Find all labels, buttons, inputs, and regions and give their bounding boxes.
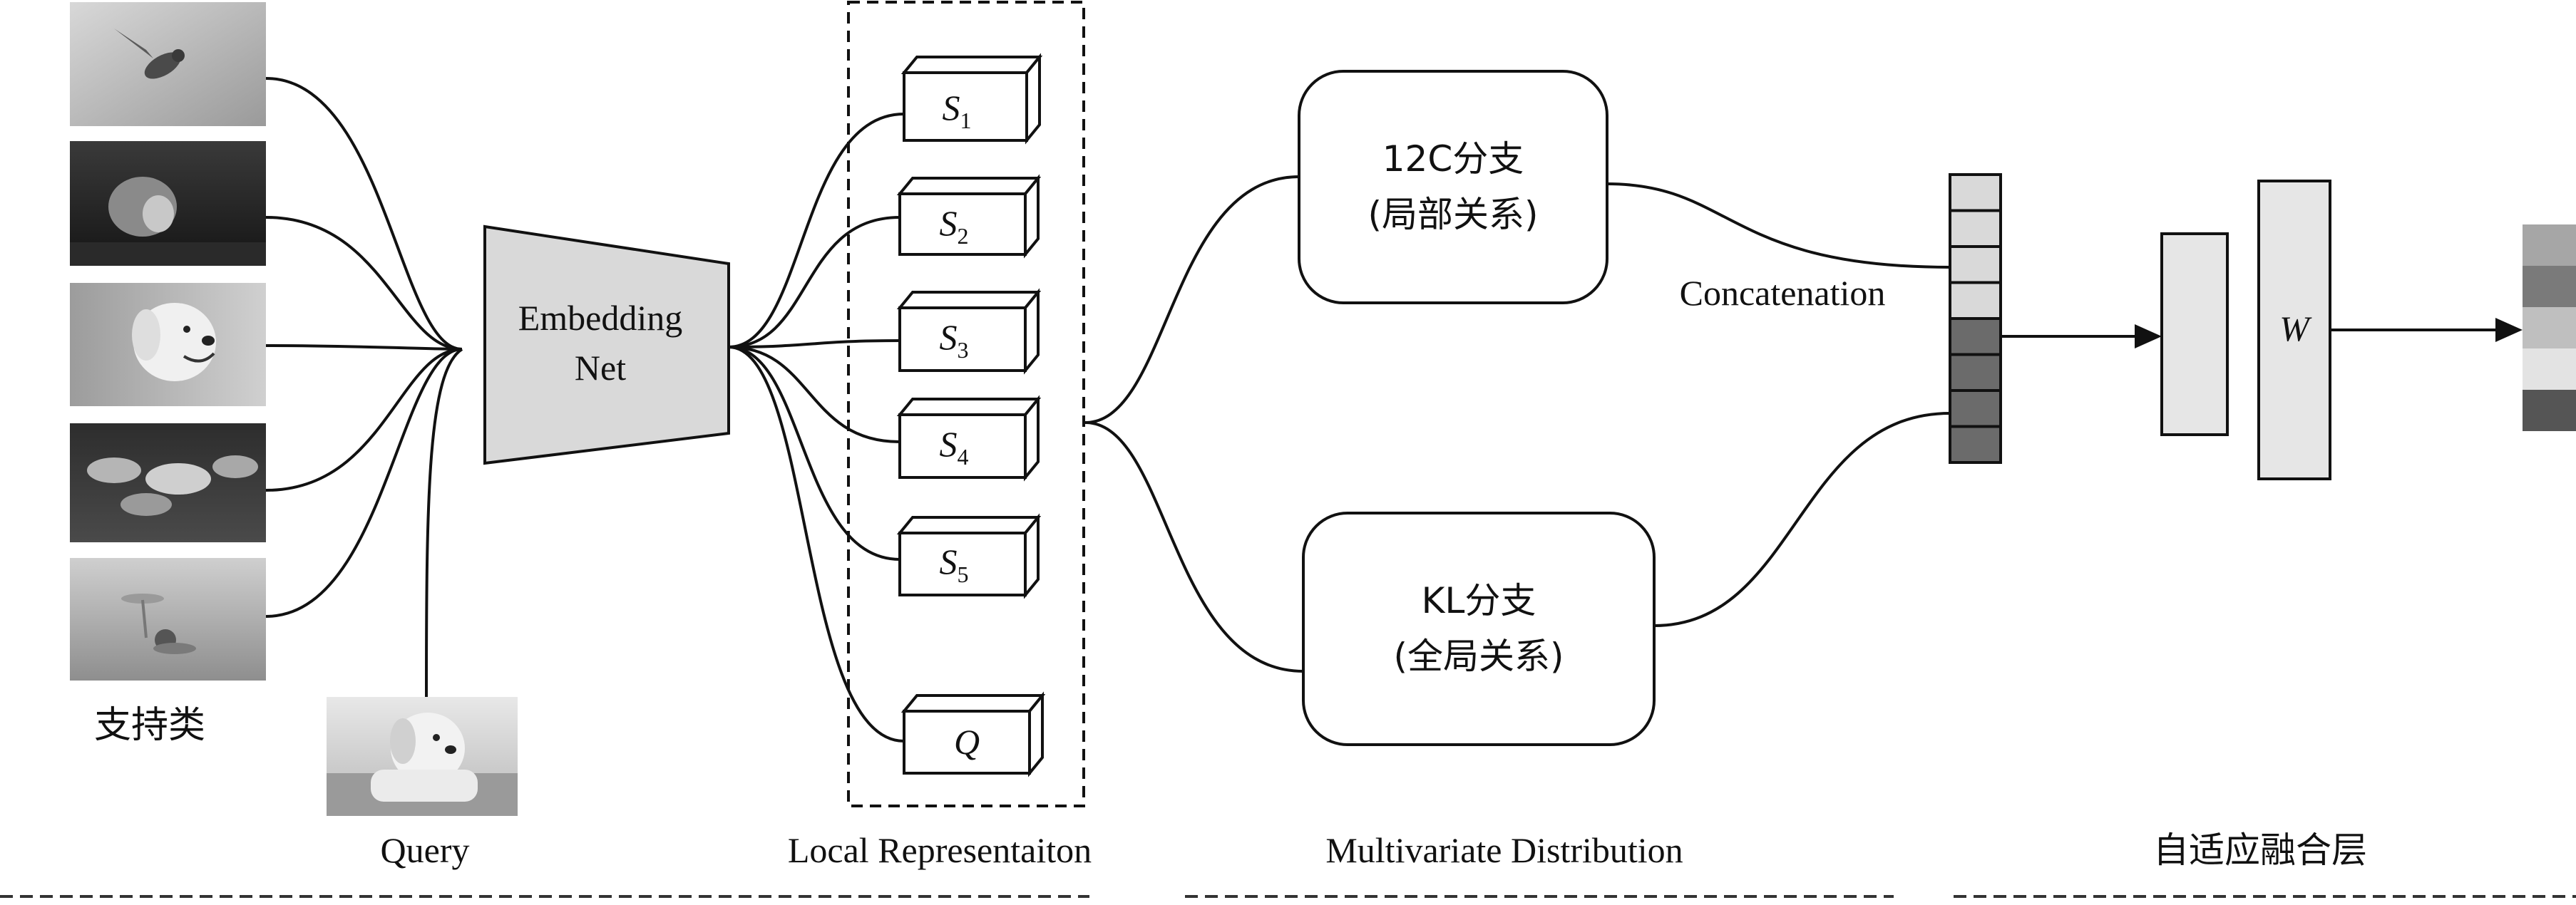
concat-vector-cell <box>1949 389 2002 428</box>
arrow-to-fc-layer <box>2001 324 2162 348</box>
embedding-net-line2: Net <box>575 348 626 388</box>
local-rep-s4: S4 <box>896 395 1042 482</box>
connector-l2c-to-vector <box>1606 182 1951 269</box>
concat-vector-cell <box>1949 425 2002 464</box>
embedding-net: Embedding Net <box>483 224 730 465</box>
concatenated-vector <box>1949 173 2002 464</box>
section-label-fusion: 自适应融合层 <box>2153 829 2367 871</box>
fc-layer <box>2160 232 2229 436</box>
embedding-net-line1: Embedding <box>518 298 683 338</box>
connector-to-l2c <box>1084 175 1300 424</box>
branch-to-concat-connectors <box>1606 182 1951 627</box>
support-image-mushrooms <box>70 423 266 542</box>
local-to-branch-connectors <box>1084 175 1304 673</box>
concat-vector-cell <box>1949 245 2002 284</box>
output-vector-cell <box>2523 307 2576 348</box>
local-rep-s5: S5 <box>896 513 1042 599</box>
output-vector-cell <box>2523 348 2576 390</box>
local-rep-s1-label: S1 <box>943 88 972 133</box>
image-to-embedding-connectors <box>265 77 463 698</box>
support-image-snail <box>70 558 266 681</box>
local-rep-s5-label: S5 <box>940 542 969 587</box>
connector-q <box>728 346 905 743</box>
l2c-branch-line1: 12C分支 <box>1382 138 1524 180</box>
connector-parrot <box>265 216 463 351</box>
connector-mushrooms <box>265 348 463 492</box>
connector-s1 <box>728 113 905 348</box>
output-vector-cell <box>2523 390 2576 431</box>
connector-dog <box>265 344 463 351</box>
local-rep-s2-label: S2 <box>940 203 969 249</box>
support-image-dog <box>70 283 266 406</box>
connector-s3 <box>728 339 900 348</box>
query-image <box>327 697 518 816</box>
concat-vector-cell <box>1949 317 2002 356</box>
connector-s4 <box>728 346 900 443</box>
l2c-branch-line2: (局部关系) <box>1367 194 1538 235</box>
weight-layer: W <box>2257 180 2331 480</box>
connector-snail <box>265 348 463 618</box>
support-image-bird <box>70 2 266 126</box>
local-rep-q-label: Q <box>954 722 980 762</box>
connector-s2 <box>728 216 900 348</box>
kl-branch-line2: (全局关系) <box>1393 636 1564 677</box>
embedding-to-local-connectors <box>728 113 905 743</box>
section-label-local: Local Representaiton <box>788 830 1092 870</box>
section-label-multivariate: Multivariate Distribution <box>1325 830 1683 870</box>
connector-kl-to-vector <box>1653 412 1951 627</box>
connector-bird <box>265 77 463 351</box>
l2c-branch: 12C分支 (局部关系) <box>1298 70 1608 304</box>
concat-vector-cell <box>1949 353 2002 392</box>
local-rep-s3-label: S3 <box>940 317 969 363</box>
kl-branch: KL分支 (全局关系) <box>1302 512 1656 746</box>
connector-to-kl <box>1084 421 1304 673</box>
output-vector-cell <box>2523 266 2576 307</box>
local-rep-q: Q <box>900 691 1046 777</box>
concat-vector-cell <box>1949 281 2002 320</box>
concat-vector-cell <box>1949 209 2002 248</box>
arrow-to-output <box>2330 318 2523 342</box>
connector-s5 <box>728 346 900 561</box>
weight-label: W <box>2279 309 2312 348</box>
local-rep-s4-label: S4 <box>940 424 969 470</box>
local-rep-s1: S1 <box>900 53 1043 145</box>
local-rep-s3: S3 <box>896 288 1042 375</box>
output-vector <box>2523 224 2576 431</box>
concatenation-label: Concatenation <box>1680 273 1886 313</box>
connector-query <box>425 348 463 698</box>
concat-vector-cell <box>1949 173 2002 212</box>
local-rep-s2: S2 <box>896 174 1042 259</box>
support-class-label: 支持类 <box>94 704 205 747</box>
local-representation-container <box>847 1 1085 807</box>
kl-branch-line1: KL分支 <box>1422 580 1536 621</box>
section-label-query: Query <box>381 830 470 870</box>
output-vector-cell <box>2523 224 2576 266</box>
support-image-parrot <box>70 141 266 266</box>
